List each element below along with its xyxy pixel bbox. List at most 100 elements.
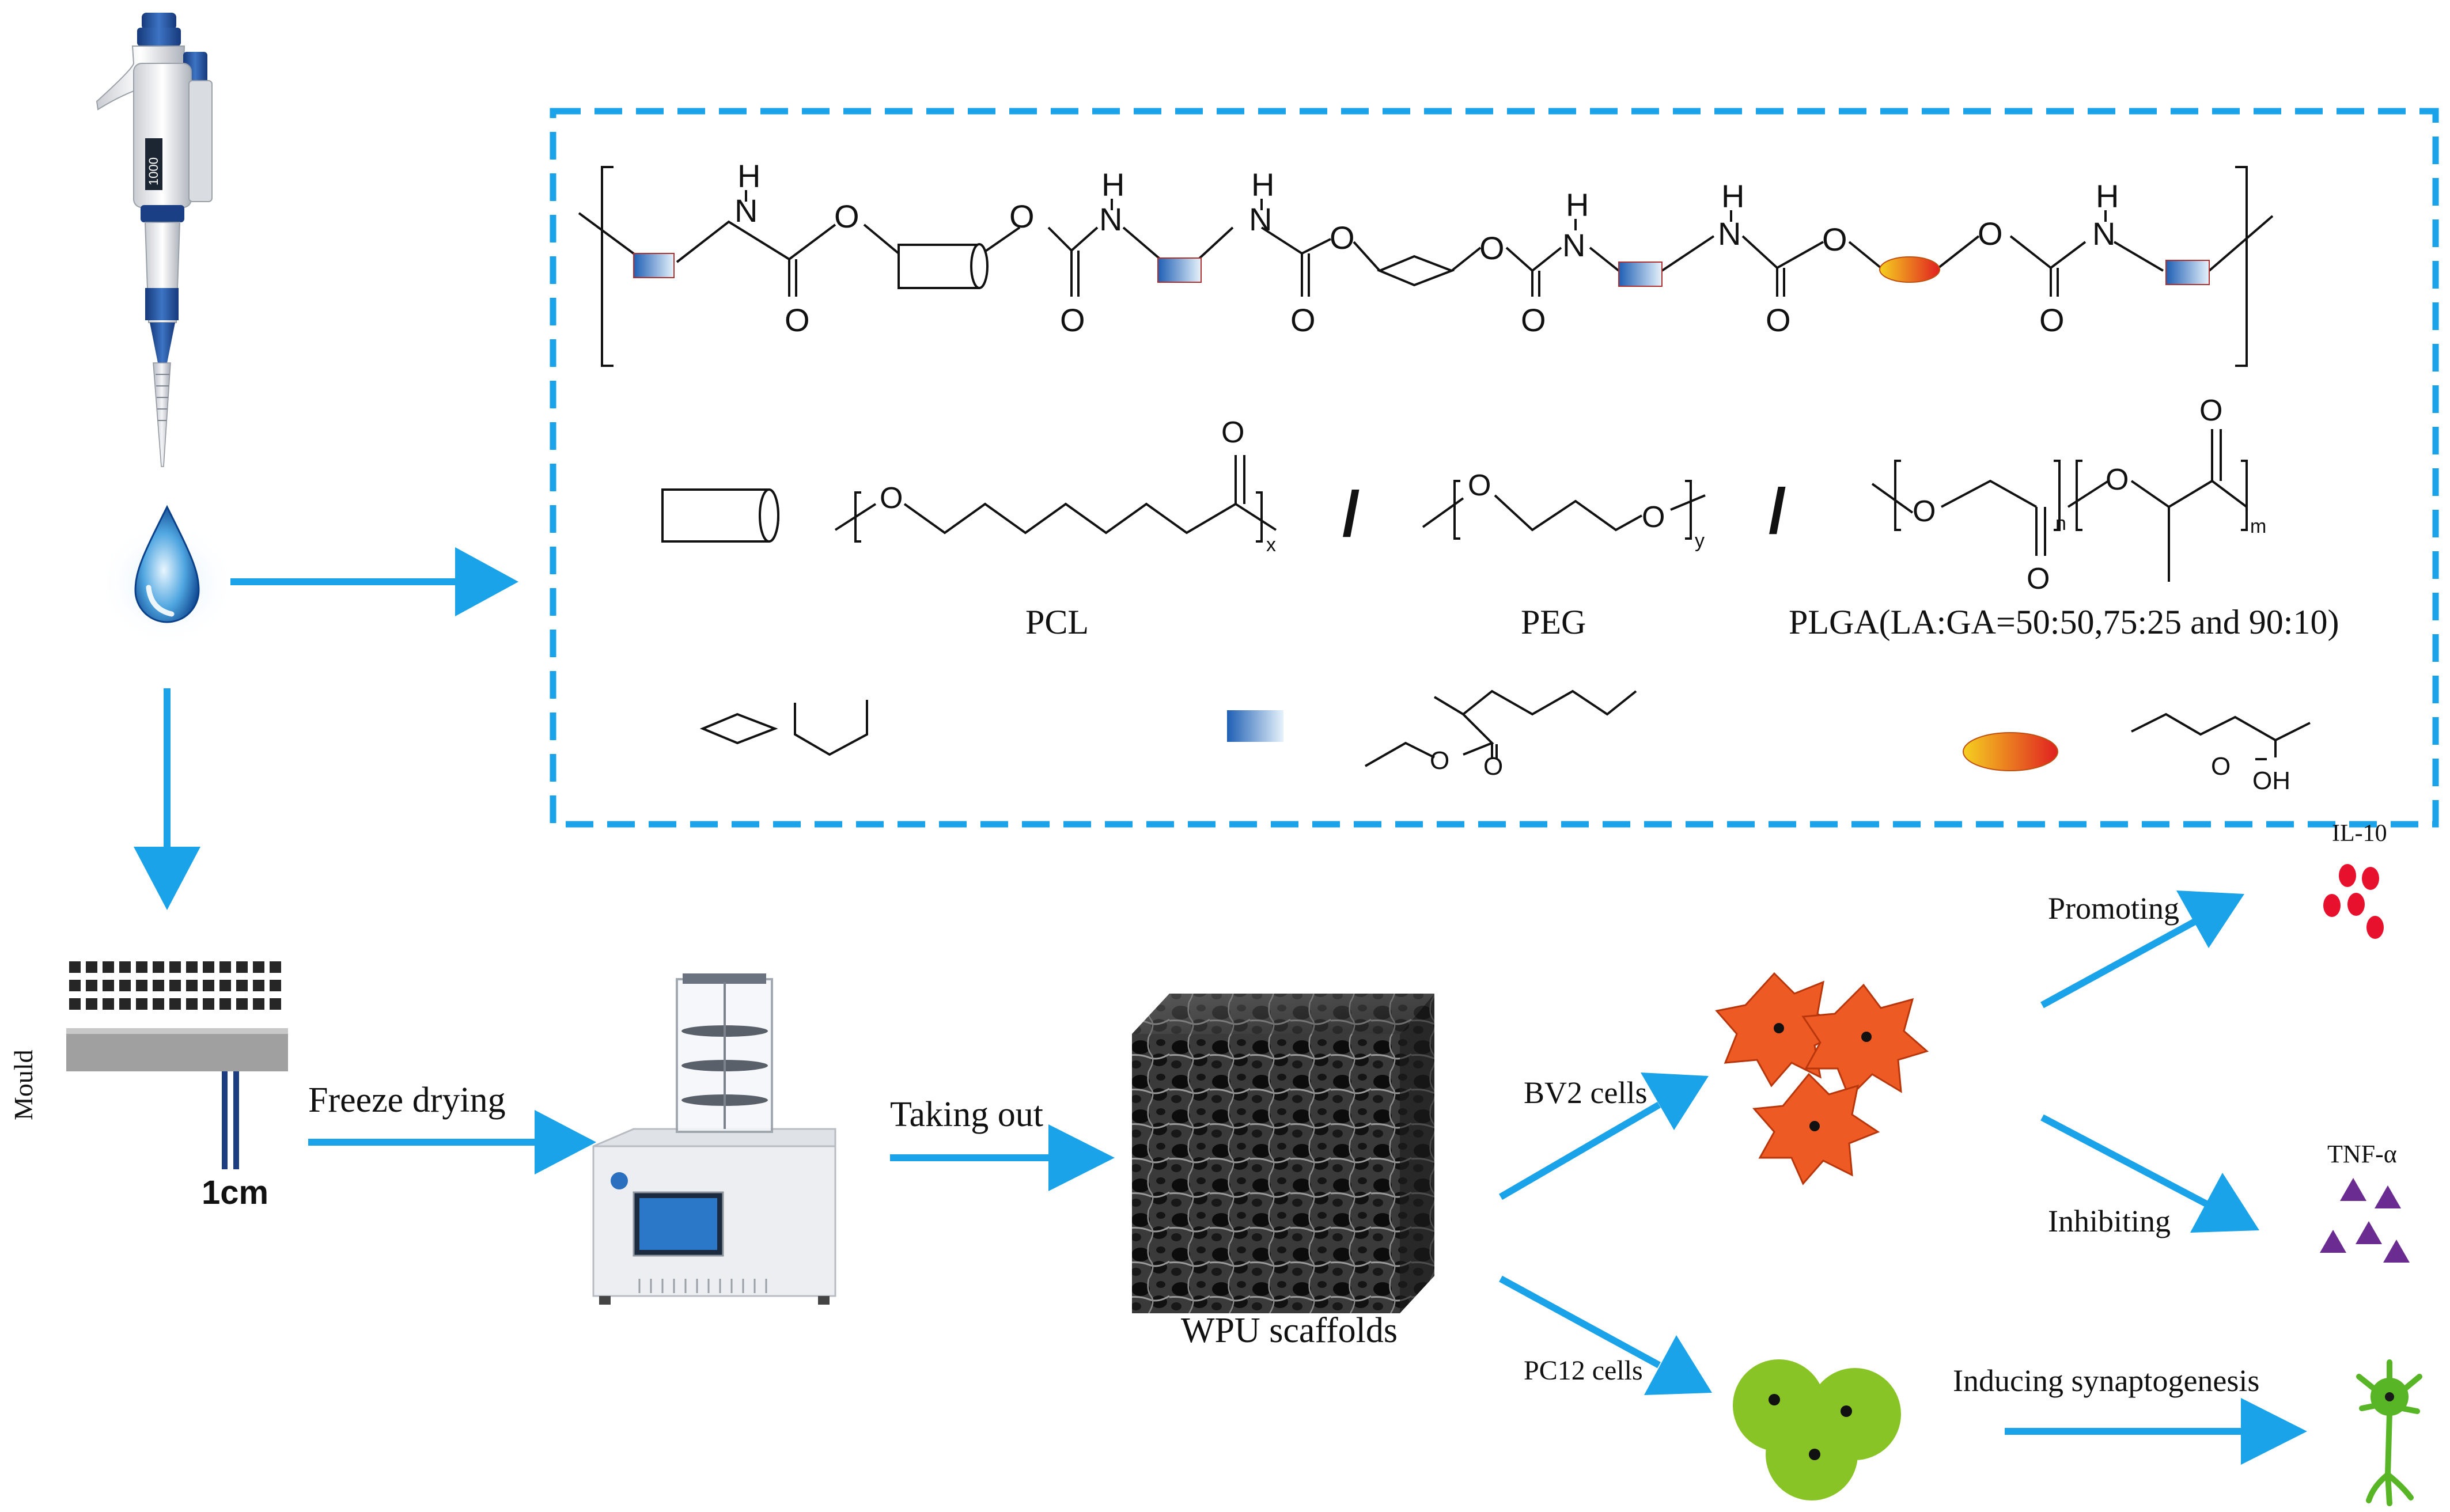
mould-well xyxy=(69,961,81,973)
mould-well xyxy=(119,961,131,973)
cytokine-dots-icon xyxy=(2323,864,2384,939)
mould-well xyxy=(119,998,131,1010)
process-arrows xyxy=(134,547,2307,1465)
mould-well xyxy=(219,980,231,991)
freeze-dryer-icon xyxy=(592,973,836,1305)
atom-o: O xyxy=(2199,394,2222,427)
atom-o: O xyxy=(880,482,903,515)
inducing-label: Inducing synaptogenesis xyxy=(1953,1363,2259,1398)
mould-well xyxy=(169,998,181,1010)
pc12-cell-cluster-icon xyxy=(1733,1359,1901,1500)
subscript-x: x xyxy=(1266,534,1276,556)
mould-well xyxy=(203,998,214,1010)
separator-slash: / xyxy=(1769,476,1786,547)
mould-well xyxy=(86,980,97,991)
atom-o: O xyxy=(834,198,859,234)
atom-h: H xyxy=(1721,178,1744,214)
atom-h: H xyxy=(2096,178,2119,214)
mould-well xyxy=(69,998,81,1010)
atom-o: O xyxy=(785,302,810,338)
tnf-label: TNF-α xyxy=(2327,1140,2397,1168)
mould-well xyxy=(186,998,198,1010)
separator-slash: / xyxy=(1342,479,1360,550)
arrow-promoting xyxy=(2040,918,2197,1009)
atom-h: H xyxy=(737,158,760,194)
pcl-label: PCL xyxy=(1025,603,1089,641)
atom-o: O xyxy=(2039,302,2065,338)
atom-n: N xyxy=(734,192,758,229)
backbone-atom-labels: H N O O O H N O H N O O O O H N H N O O … xyxy=(734,158,2119,338)
atom-o: O xyxy=(1978,215,2003,252)
mould-well xyxy=(203,980,214,991)
mould-well xyxy=(103,980,114,991)
microglia-cell-icon xyxy=(1715,972,1929,1185)
subscript-y: y xyxy=(1695,530,1705,552)
mould-well xyxy=(153,980,164,991)
atom-o: O xyxy=(1221,416,1244,449)
diamond-in-chain xyxy=(1376,255,1455,287)
mould-well xyxy=(136,980,147,991)
mould-well xyxy=(153,961,164,973)
mould-well xyxy=(219,998,231,1010)
taking-out-label: Taking out xyxy=(890,1095,1043,1134)
soft-segment-labels: O O x / O O y / O O n O O m PCL PEG PLGA… xyxy=(880,394,2339,641)
bv2-label: BV2 cells xyxy=(1524,1075,1647,1110)
mould-well xyxy=(103,998,114,1010)
promoting-label: Promoting xyxy=(2048,891,2179,926)
atom-o: O xyxy=(1913,495,1936,528)
mould-well xyxy=(169,961,181,973)
pc12-label: PC12 cells xyxy=(1524,1355,1643,1386)
atom-o: O xyxy=(1430,746,1449,775)
mould-well xyxy=(219,961,231,973)
atom-o: O xyxy=(1468,469,1491,502)
scaffold-label: WPU scaffolds xyxy=(1181,1311,1398,1350)
atom-h: H xyxy=(1566,187,1589,223)
mould-well xyxy=(69,980,81,991)
isocyanate-block-legend xyxy=(1227,710,1283,742)
mould-well xyxy=(203,961,214,973)
chain-extender-oval-in-chain xyxy=(1879,256,1940,283)
atom-o: O xyxy=(1479,230,1505,266)
atom-o: O xyxy=(1822,221,1847,257)
mould-icon xyxy=(66,961,288,1169)
mould-well xyxy=(270,998,281,1010)
atom-o: O xyxy=(1290,302,1316,338)
atom-o: O xyxy=(1009,198,1035,234)
isocyanate-blocks-in-chain xyxy=(633,253,2210,287)
mould-well xyxy=(236,980,248,991)
mould-well xyxy=(186,980,198,991)
freeze-drying-label: Freeze drying xyxy=(308,1081,506,1120)
il10-label: IL-10 xyxy=(2332,820,2387,847)
neuron-icon xyxy=(2356,1359,2422,1506)
mould-well xyxy=(86,998,97,1010)
atom-o: O xyxy=(2027,562,2050,596)
cytokine-triangles-icon xyxy=(2320,1178,2410,1263)
soft-segment-legend xyxy=(661,429,2248,582)
mould-well xyxy=(153,998,164,1010)
scale-label: 1cm xyxy=(202,1174,268,1211)
pipette-display: 1000 xyxy=(146,157,161,185)
mould-well xyxy=(86,961,97,973)
subscript-m: m xyxy=(2250,516,2266,537)
mould-label: Mould xyxy=(9,1049,38,1120)
polymer-backbone xyxy=(578,166,2274,367)
mould-well xyxy=(136,961,147,973)
mould-well xyxy=(136,998,147,1010)
pcl-cylinder-in-chain xyxy=(898,243,989,289)
hard-segment-atom-labels: O O O OH xyxy=(1430,746,2290,795)
atom-o: O xyxy=(1766,302,1791,338)
atom-o: O xyxy=(1060,302,1085,338)
atom-o: O xyxy=(1521,302,1546,338)
mould-well xyxy=(169,980,181,991)
mould-well xyxy=(253,961,264,973)
mould-well xyxy=(253,998,264,1010)
atom-h: H xyxy=(1101,166,1124,203)
atom-o: O xyxy=(1330,219,1355,256)
atom-n: N xyxy=(1249,201,1272,237)
atom-o: O xyxy=(2106,463,2129,497)
atom-n: N xyxy=(1718,215,1741,252)
formulation-box xyxy=(550,108,2439,828)
mould-well xyxy=(186,961,198,973)
inhibiting-label: Inhibiting xyxy=(2048,1204,2171,1238)
